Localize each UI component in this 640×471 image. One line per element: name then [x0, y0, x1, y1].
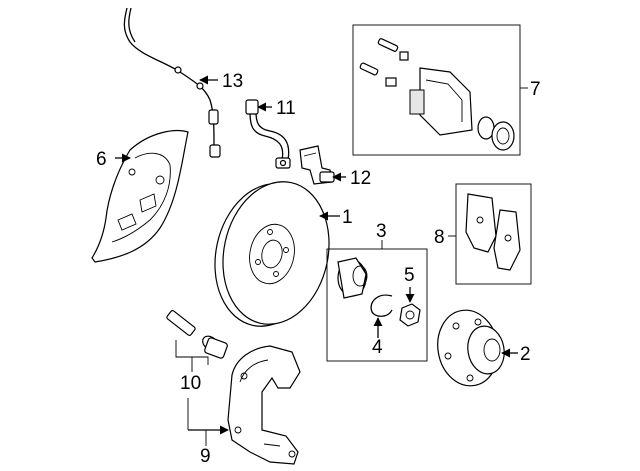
callout-8: 8 — [434, 227, 445, 248]
callout-11: 11 — [276, 98, 296, 119]
wheel-bearing — [337, 257, 368, 299]
hub-nut — [399, 303, 421, 327]
callout-4: 4 — [372, 337, 383, 358]
caliper-kit — [359, 38, 515, 151]
callout-13: 13 — [222, 71, 243, 92]
callout-2: 2 — [520, 344, 531, 365]
callout-9: 9 — [200, 446, 211, 467]
brake-pads-box — [455, 183, 532, 285]
callout-5: 5 — [404, 265, 415, 286]
guide-pin — [166, 310, 228, 359]
caliper-kit-box — [352, 24, 521, 156]
abs-sensor — [299, 145, 335, 185]
brake-pads — [465, 193, 521, 271]
snap-ring — [370, 294, 393, 317]
wheel-hub — [437, 309, 505, 387]
brake-hose — [245, 99, 291, 169]
callout-12: 12 — [350, 168, 371, 189]
callout-10: 10 — [180, 373, 201, 394]
callout-3: 3 — [376, 221, 387, 242]
callout-1: 1 — [342, 207, 353, 228]
callout-6: 6 — [96, 149, 107, 170]
bearing-kit-box — [326, 248, 428, 362]
brake-rotor — [214, 181, 330, 327]
caliper-bracket — [227, 345, 301, 465]
callout-7: 7 — [530, 79, 541, 100]
splash-shield — [91, 129, 189, 263]
